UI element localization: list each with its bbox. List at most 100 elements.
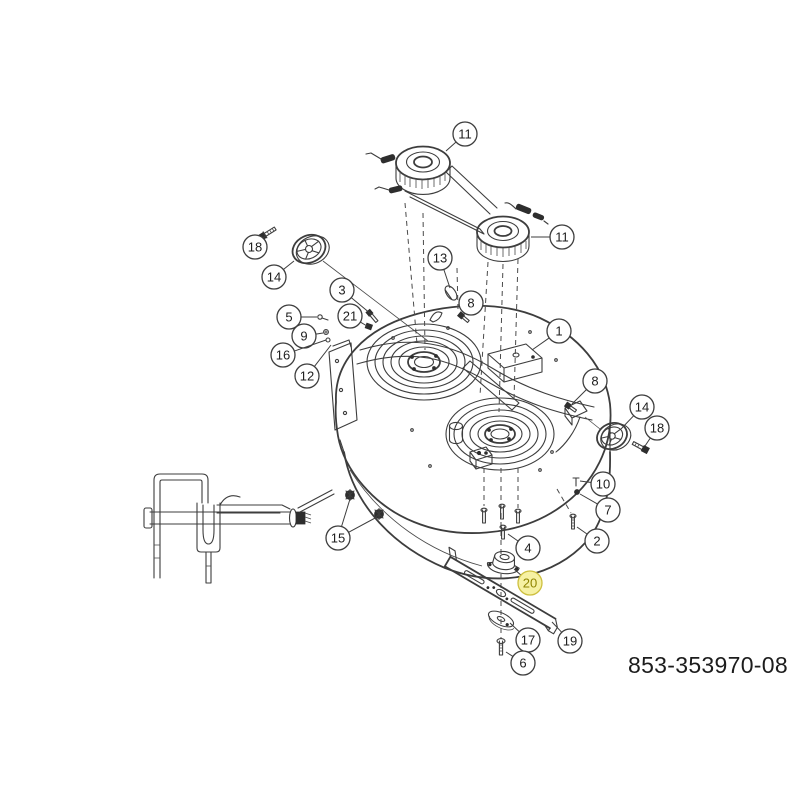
callout-number: 10 [596, 477, 610, 492]
callout-circle[interactable] [595, 497, 621, 523]
bolt-8-right [563, 401, 578, 413]
callout-13[interactable]: 13 [427, 245, 453, 271]
clutch-assembly-bottom [476, 202, 549, 263]
callout-19[interactable]: 19 [557, 628, 583, 654]
callout-leader-line [350, 297, 372, 315]
idler-wheel-right [596, 422, 632, 451]
deck-spindle-right [445, 397, 555, 471]
callout-2[interactable]: 2 [584, 528, 610, 554]
callout-circle[interactable] [452, 121, 478, 147]
callout-number: 6 [519, 656, 526, 671]
callout-circle[interactable] [329, 277, 355, 303]
callout-18[interactable]: 18 [644, 415, 670, 441]
callout-number: 8 [467, 296, 474, 311]
callout-circle[interactable] [276, 304, 302, 330]
callout-circle[interactable] [427, 245, 453, 271]
callout-14[interactable]: 14 [629, 394, 655, 420]
callout-circle[interactable] [261, 264, 287, 290]
shoulder-bolt-right [631, 441, 650, 455]
callout-8[interactable]: 8 [458, 290, 484, 316]
callout-number: 4 [524, 541, 531, 556]
callout-circle[interactable] [515, 535, 541, 561]
part-number-label: 853-353970-08 [628, 652, 788, 678]
callout-1[interactable]: 1 [546, 318, 572, 344]
callout-number: 14 [635, 400, 649, 415]
callout-circle[interactable] [270, 342, 296, 368]
callout-6[interactable]: 6 [510, 650, 536, 676]
callout-leader-line [348, 516, 378, 533]
alignment-dashed-lines [404, 202, 572, 638]
callout-leader-line [579, 493, 598, 505]
woodruff-key-13 [444, 285, 458, 301]
callout-leader-line [644, 437, 651, 447]
callout-18[interactable]: 18 [242, 234, 268, 260]
deck-standoff-cylinder [448, 421, 464, 445]
blade-bolt-6 [496, 638, 506, 656]
callout-circle[interactable] [584, 528, 610, 554]
callout-leader-line [315, 332, 324, 335]
callout-15[interactable]: 15 [325, 525, 351, 551]
callout-circle[interactable] [629, 394, 655, 420]
callout-number: 20 [523, 576, 537, 591]
callout-circle[interactable] [325, 525, 351, 551]
callout-3[interactable]: 3 [329, 277, 355, 303]
callout-number: 15 [331, 531, 345, 546]
callout-leader-line [443, 269, 451, 289]
callout-leader-line [509, 622, 520, 633]
callout-circle[interactable] [582, 368, 608, 394]
callout-21[interactable]: 21 [337, 303, 363, 329]
blade-mount-bolts [480, 503, 522, 540]
callout-circle[interactable] [557, 628, 583, 654]
callout-17[interactable]: 17 [515, 627, 541, 653]
bolt-8-top [456, 311, 470, 324]
callout-number: 18 [650, 421, 664, 436]
callout-circle[interactable] [546, 318, 572, 344]
callout-number: 9 [300, 329, 307, 344]
callout-5[interactable]: 5 [276, 304, 302, 330]
callout-circle[interactable] [337, 303, 363, 329]
deck-bracket-small [469, 446, 493, 470]
callout-number: 21 [343, 309, 357, 324]
callout-circle[interactable] [510, 650, 536, 676]
push-cap-1 [345, 488, 355, 502]
callout-number: 7 [604, 503, 611, 518]
mower-blade-19 [443, 546, 558, 635]
callout-circle[interactable] [242, 234, 268, 260]
callout-number: 12 [300, 369, 314, 384]
callout-leader-line [360, 321, 368, 327]
callout-4[interactable]: 4 [515, 535, 541, 561]
callout-leader-line [445, 141, 457, 152]
deck-support-bracket-1 [462, 343, 543, 411]
blade-adapter-20 [486, 550, 520, 575]
callout-number: 19 [563, 634, 577, 649]
callout-number: 14 [267, 270, 281, 285]
callout-leader-line [551, 621, 563, 633]
callout-11[interactable]: 11 [452, 121, 478, 147]
callout-circle[interactable] [549, 224, 575, 250]
deck-edge-bracket-right [555, 400, 588, 453]
callout-number: 5 [285, 310, 292, 325]
callout-20-highlighted[interactable]: 20 [517, 570, 543, 596]
clutch-assembly-top [365, 145, 498, 235]
callout-circle[interactable] [590, 471, 616, 497]
callout-7[interactable]: 7 [595, 497, 621, 523]
callout-10[interactable]: 10 [590, 471, 616, 497]
callout-14[interactable]: 14 [261, 264, 287, 290]
callout-leader-line [262, 234, 267, 239]
callout-11[interactable]: 11 [549, 224, 575, 250]
callout-leader-line [513, 568, 522, 576]
callout-leader-line [294, 339, 327, 352]
callout-circle[interactable] [644, 415, 670, 441]
callout-circle[interactable] [458, 290, 484, 316]
callout-8[interactable]: 8 [582, 368, 608, 394]
callout-number: 3 [338, 283, 345, 298]
callout-leader-line [505, 651, 514, 657]
callout-circle[interactable] [294, 363, 320, 389]
callout-leader-line [313, 344, 332, 367]
callout-leader-line [579, 480, 592, 483]
callout-16[interactable]: 16 [270, 342, 296, 368]
callout-circle[interactable] [517, 570, 543, 596]
callout-12[interactable]: 12 [294, 363, 320, 389]
